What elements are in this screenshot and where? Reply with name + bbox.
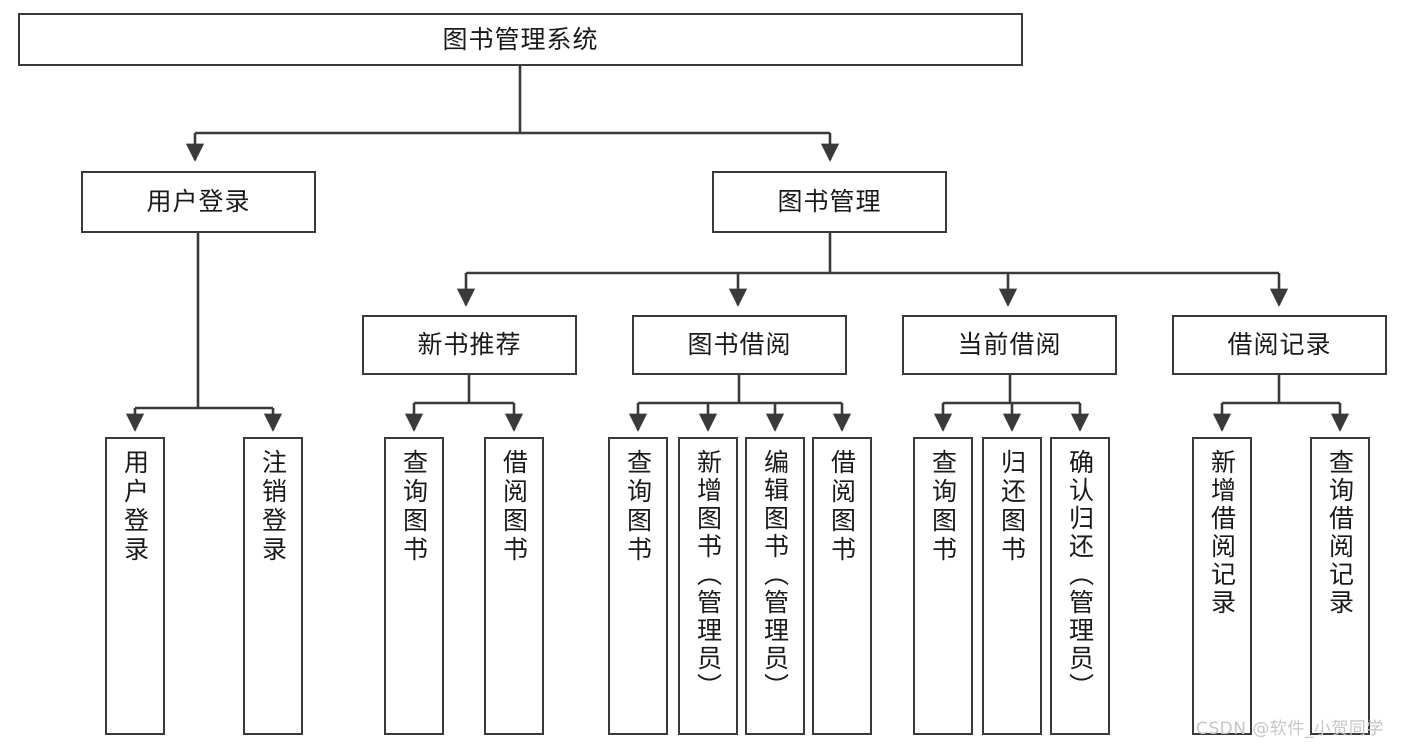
csdn-watermark: CSDN @软件_小贺同学 bbox=[1196, 719, 1384, 739]
node-label: 新书推荐 bbox=[417, 330, 522, 359]
node-label: 查询图书 bbox=[928, 449, 958, 565]
node-book-management[interactable]: 图书管理 bbox=[712, 171, 947, 233]
node-book-borrow[interactable]: 图书借阅 bbox=[632, 315, 847, 375]
node-root-book-management-system[interactable]: 图书管理系统 bbox=[18, 13, 1023, 66]
node-label: 查询图书 bbox=[399, 449, 429, 565]
node-leaf-user-login[interactable]: 用户登录 bbox=[105, 437, 165, 735]
node-label: 图书借阅 bbox=[687, 330, 792, 359]
node-label: 注销登录 bbox=[258, 449, 288, 565]
node-leaf-return-book[interactable]: 归还图书 bbox=[982, 437, 1042, 735]
node-leaf-add-book-admin[interactable]: 新增图书（管理员） bbox=[678, 437, 738, 735]
node-current-borrow[interactable]: 当前借阅 bbox=[902, 315, 1117, 375]
node-leaf-borrow-book[interactable]: 借阅图书 bbox=[812, 437, 872, 735]
node-label: 用户登录 bbox=[120, 449, 150, 565]
node-label: 查询图书 bbox=[623, 449, 653, 565]
node-leaf-add-borrow-record[interactable]: 新增借阅记录 bbox=[1192, 437, 1252, 735]
node-new-book-recommend[interactable]: 新书推荐 bbox=[362, 315, 577, 375]
node-label: 查询借阅记录 bbox=[1325, 449, 1355, 617]
node-label: 图书管理系统 bbox=[442, 24, 599, 54]
node-label: 用户登录 bbox=[146, 187, 251, 216]
node-leaf-query-book-current[interactable]: 查询图书 bbox=[913, 437, 973, 735]
node-user-login[interactable]: 用户登录 bbox=[81, 171, 316, 233]
node-leaf-confirm-return-admin[interactable]: 确认归还（管理员） bbox=[1050, 437, 1110, 735]
node-leaf-edit-book-admin[interactable]: 编辑图书（管理员） bbox=[745, 437, 805, 735]
node-borrow-record[interactable]: 借阅记录 bbox=[1172, 315, 1387, 375]
node-label: 归还图书 bbox=[997, 449, 1027, 565]
node-leaf-borrow-book-recommend[interactable]: 借阅图书 bbox=[484, 437, 544, 735]
node-label: 编辑图书（管理员） bbox=[760, 449, 790, 701]
node-label: 借阅图书 bbox=[827, 449, 857, 565]
node-leaf-logout-login[interactable]: 注销登录 bbox=[243, 437, 303, 735]
node-label: 借阅记录 bbox=[1227, 330, 1332, 359]
node-label: 新增借阅记录 bbox=[1207, 449, 1237, 617]
node-label: 图书管理 bbox=[777, 187, 882, 216]
node-label: 确认归还（管理员） bbox=[1065, 449, 1095, 701]
node-leaf-query-book-recommend[interactable]: 查询图书 bbox=[384, 437, 444, 735]
node-leaf-query-book-borrow[interactable]: 查询图书 bbox=[608, 437, 668, 735]
node-label: 新增图书（管理员） bbox=[693, 449, 723, 701]
node-leaf-query-borrow-record[interactable]: 查询借阅记录 bbox=[1310, 437, 1370, 735]
node-label: 借阅图书 bbox=[499, 449, 529, 565]
node-label: 当前借阅 bbox=[957, 330, 1062, 359]
